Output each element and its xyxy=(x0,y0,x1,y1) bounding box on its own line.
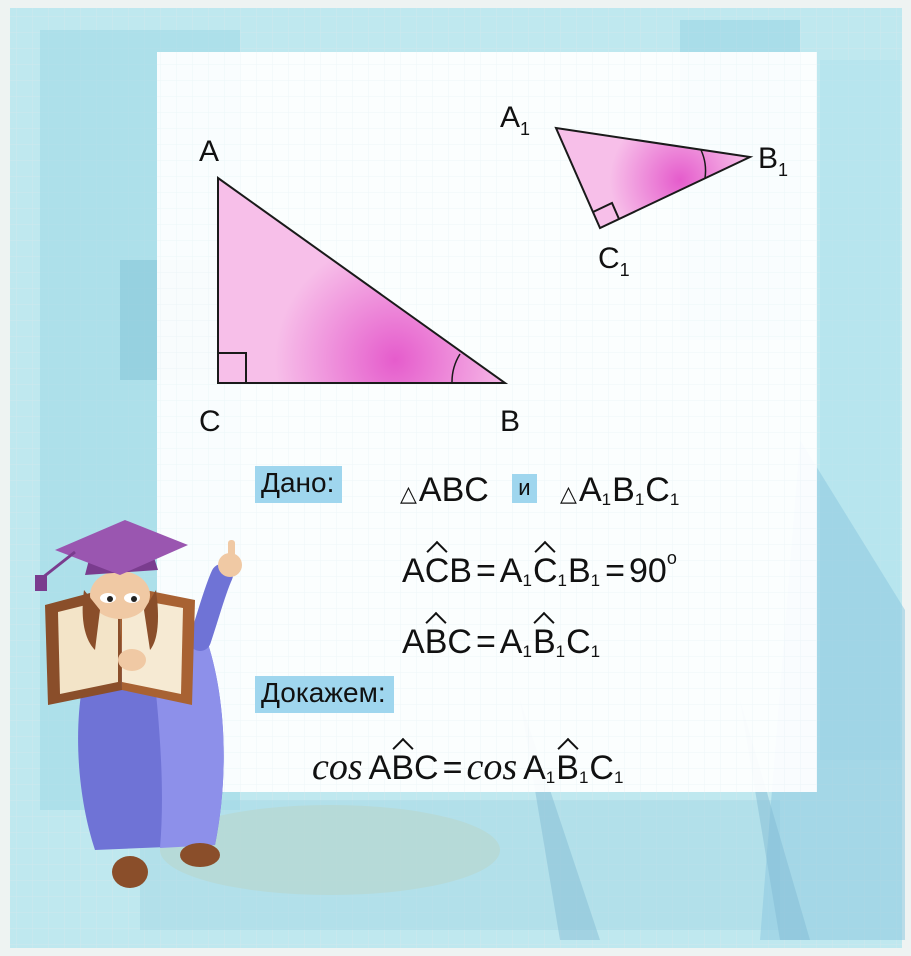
angle-arc-b xyxy=(451,353,461,384)
given-label: Дано: xyxy=(255,466,343,503)
label-a: A xyxy=(199,135,219,168)
right-angle-marker-c1 xyxy=(592,201,620,220)
triangle-abc xyxy=(217,176,509,384)
given-triangles-line: △ABC и △A1B1C1 xyxy=(400,471,680,509)
label-b: B xyxy=(500,405,520,438)
angle-arc-b1 xyxy=(700,149,707,179)
and-connector: и xyxy=(512,474,537,503)
label-c1: C1 xyxy=(598,242,630,280)
given-angle-equality: ABC=A1B1C1 xyxy=(402,623,601,661)
label-c: C xyxy=(199,405,221,438)
label-a1: A1 xyxy=(500,101,530,139)
triangle-a1b1c1 xyxy=(554,126,754,230)
prove-label: Докажем: xyxy=(255,676,394,713)
label-b1: B1 xyxy=(758,142,788,180)
professor-character-icon xyxy=(35,520,242,888)
given-right-angle-equation: ACB=A1C1B1=90o xyxy=(402,548,677,590)
right-angle-marker-c xyxy=(218,352,247,383)
